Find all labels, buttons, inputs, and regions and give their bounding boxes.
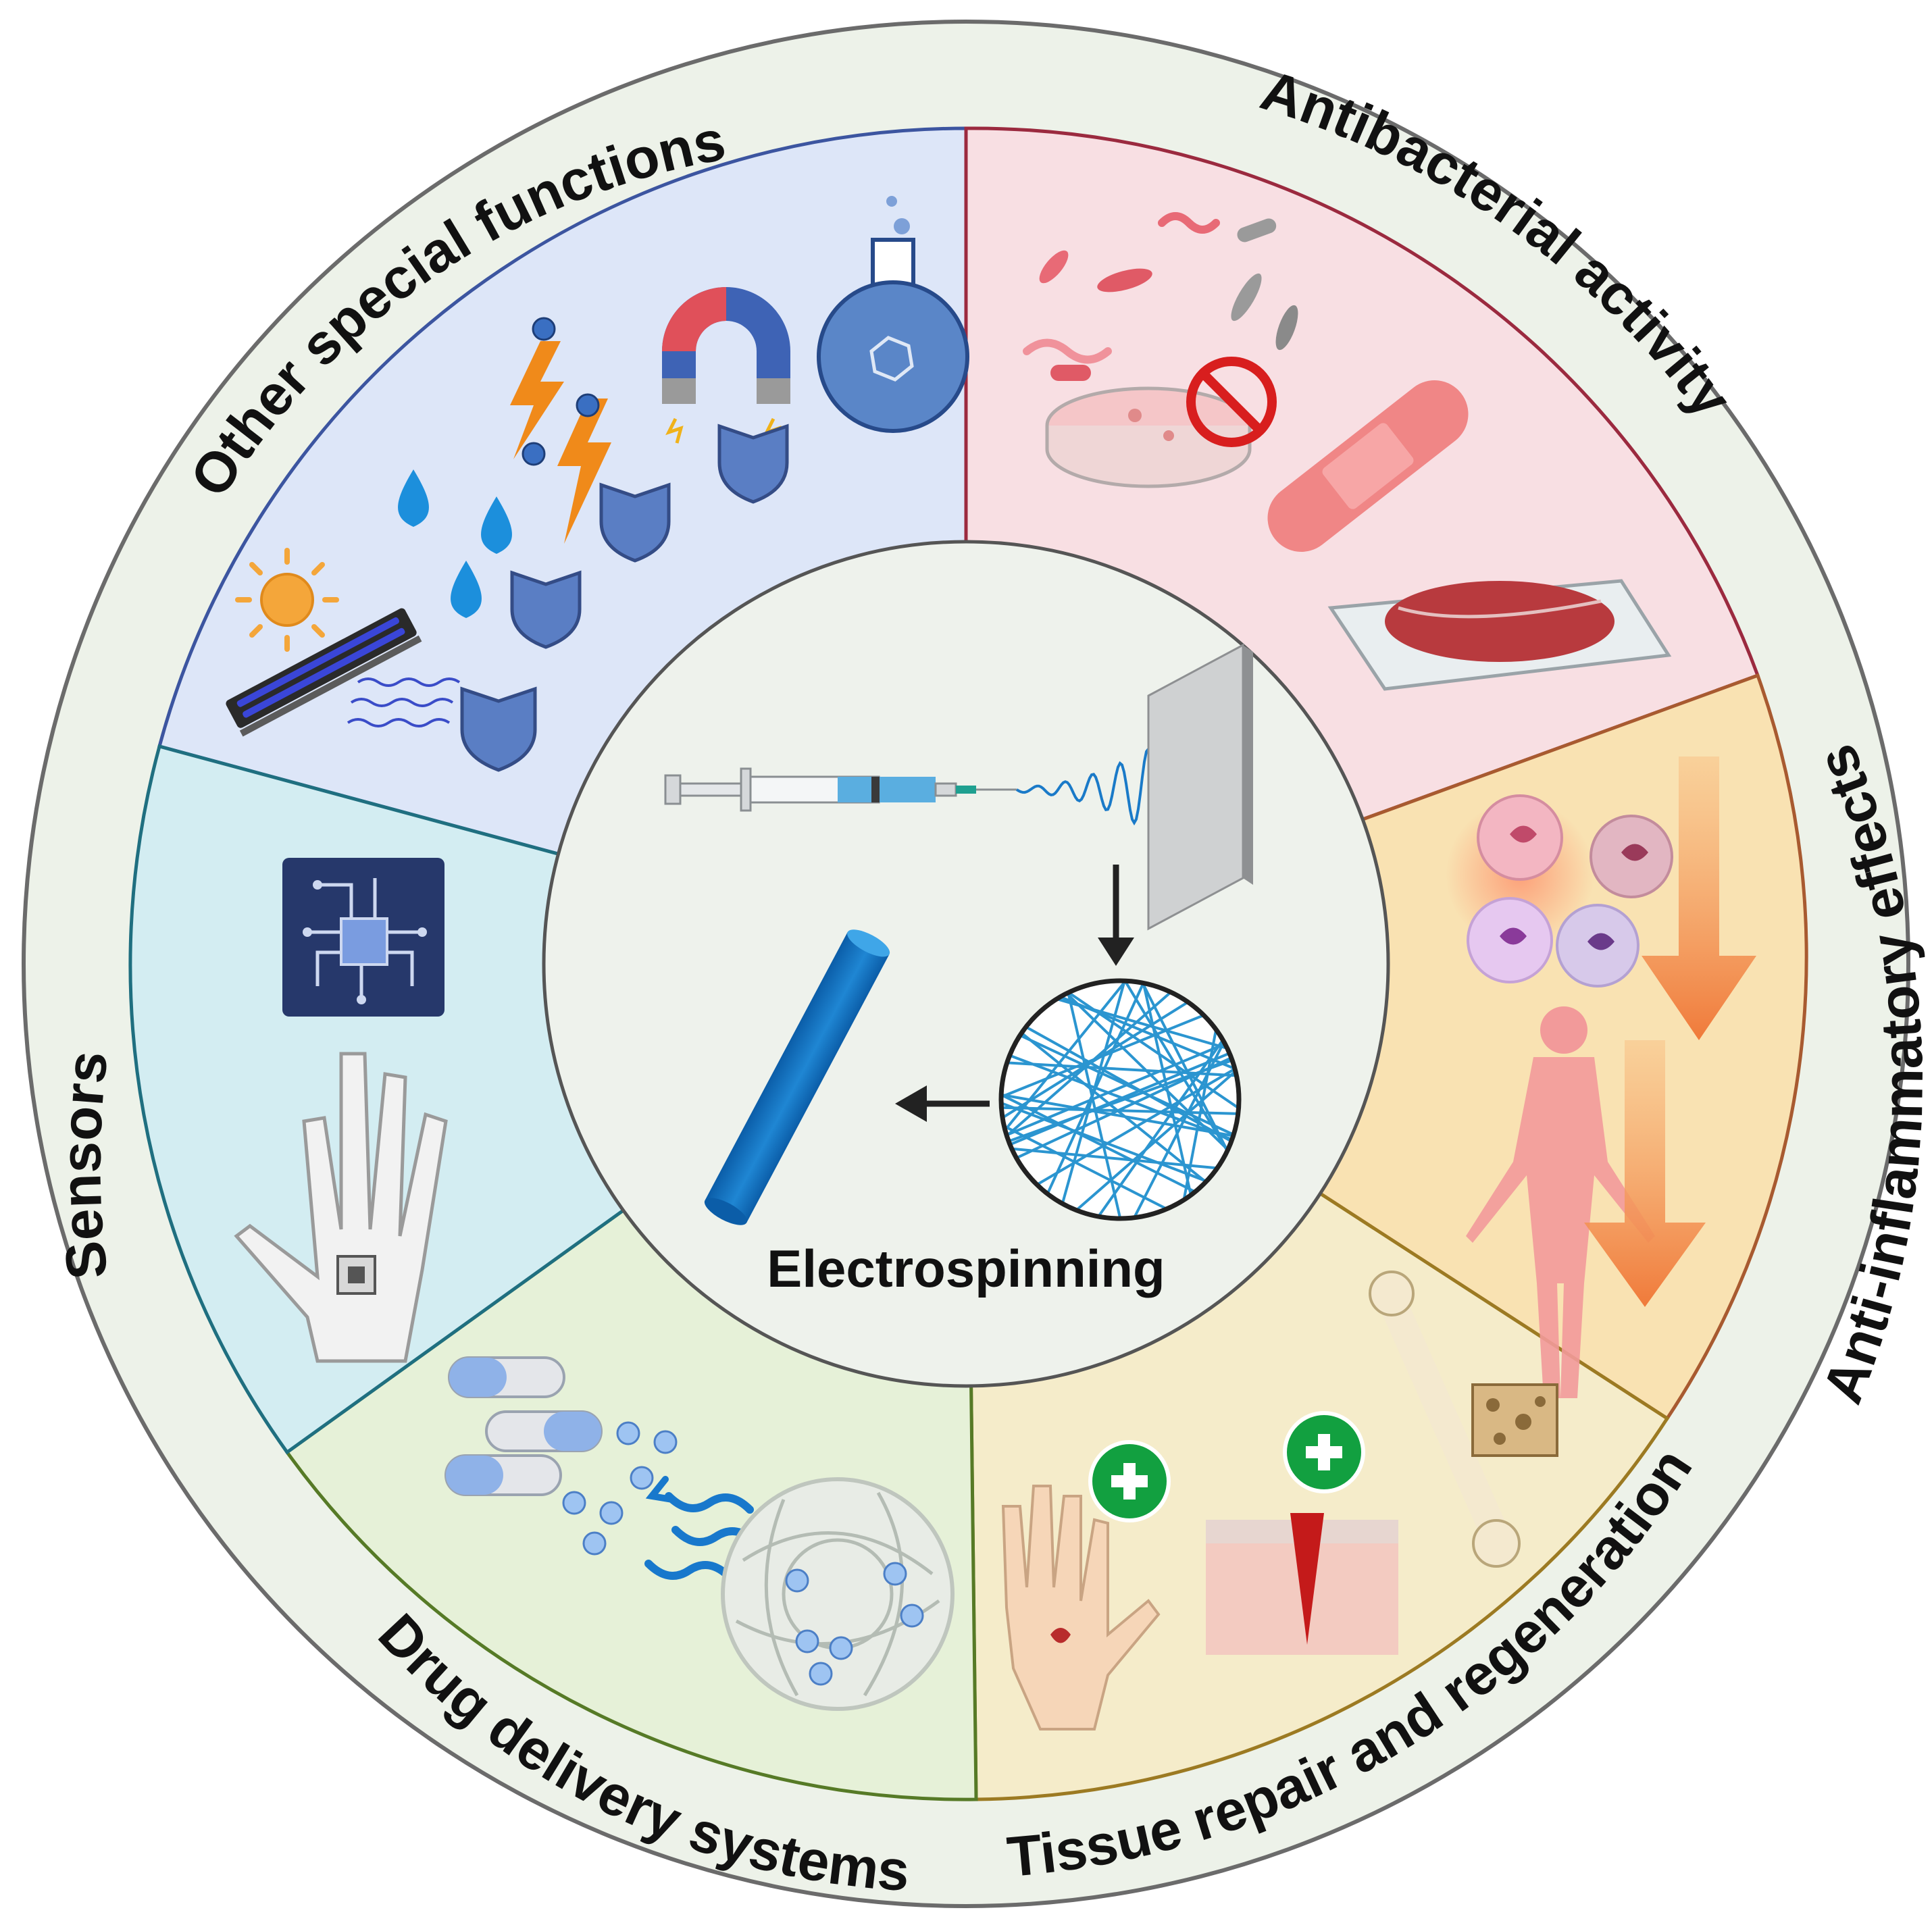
lightning-icon: [510, 317, 611, 544]
nanofiber-line: [1001, 1146, 1228, 1171]
bone-icon: [1369, 1271, 1521, 1568]
nanofiber-line: [1001, 1060, 1239, 1078]
bone-tissue-icon: [1471, 1383, 1558, 1457]
skin-wound-icon: [1206, 1513, 1398, 1655]
capsule-icon: [444, 1356, 603, 1496]
syringe-icon: [664, 767, 1017, 812]
nanofiber-line: [1127, 1031, 1231, 1219]
fiber-mesh-icon: [721, 1477, 955, 1711]
nanofiber-line: [1065, 983, 1124, 1219]
circuit-chip-icon: [282, 858, 444, 1017]
bacteria-icon: [1023, 212, 1298, 381]
bandage-icon: [1267, 380, 1469, 552]
injured-hand-icon: [1001, 1485, 1161, 1730]
drug-particle-icon: [562, 1421, 678, 1556]
center-title: Electrospinning: [767, 1239, 1165, 1298]
prohibition-sign-icon: [1186, 357, 1277, 447]
nanofiber-line: [1067, 1063, 1239, 1219]
nanofiber-line: [1007, 1052, 1239, 1164]
nanofiber-line: [1001, 1092, 1239, 1139]
nanofiber-line: [1001, 981, 1134, 1140]
petri-dish-icon: [1045, 386, 1252, 488]
nanofiber-line: [1001, 1119, 1178, 1216]
shield-icon: [717, 424, 789, 504]
nanofiber-line: [1027, 1062, 1239, 1191]
nanofiber-line: [1001, 1048, 1239, 1150]
water-drop-icon: [398, 469, 512, 618]
down-arrow-icon: [1642, 757, 1756, 1040]
nanofiber-line: [1001, 1039, 1235, 1140]
shield-icon: [599, 482, 671, 563]
magnet-icon: [662, 287, 790, 444]
human-body-icon: [1466, 1006, 1655, 1398]
plus-icon: [1283, 1411, 1365, 1493]
uv-lamp-icon: [226, 608, 461, 737]
fiber-rod-icon: [704, 929, 890, 1225]
shield-icon: [460, 686, 537, 772]
plus-icon: [1088, 1440, 1171, 1522]
nanofiber-line: [1140, 981, 1195, 1206]
collector-plate-icon: [1147, 643, 1253, 931]
nanofiber-line: [1136, 981, 1234, 1162]
immune-cell-icon: [1446, 794, 1673, 988]
down-arrow-icon: [1584, 1040, 1706, 1307]
nanofiber-line: [1058, 981, 1129, 1214]
arrow-icon: [895, 1085, 990, 1122]
nanofiber-line: [1013, 1025, 1215, 1189]
chemistry-flask-icon: [817, 196, 969, 433]
nanofiber-line: [1001, 1089, 1205, 1198]
arrow-icon: [1098, 865, 1134, 966]
shield-icon: [510, 570, 582, 649]
sun-icon: [235, 548, 339, 652]
nanofiber-mat-icon: [998, 978, 1242, 1221]
hand-sensor-icon: [234, 1052, 448, 1363]
packaged-meat-icon: [1327, 579, 1672, 691]
